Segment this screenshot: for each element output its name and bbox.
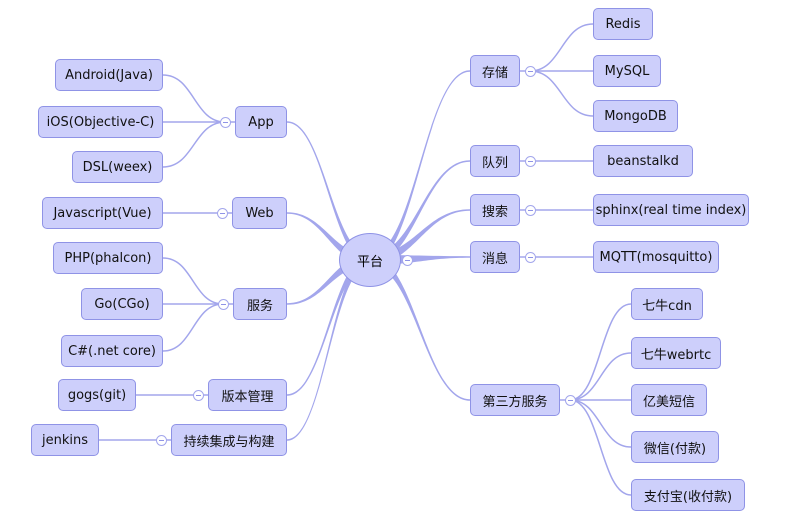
branch-label: 版本管理: [221, 389, 274, 405]
branch-label: 存储: [481, 65, 508, 81]
branch-node-service[interactable]: 服务: [233, 288, 287, 320]
leaf-label: MySQL: [604, 63, 650, 79]
collapse-toggle-message[interactable]: [524, 251, 536, 263]
leaf-node-go[interactable]: Go(CGo): [81, 288, 163, 320]
child-edge-mongodb: [529, 70, 594, 117]
leaf-node-redis[interactable]: Redis: [593, 8, 653, 40]
branch-label: 搜索: [481, 204, 508, 220]
child-edge-alipay: [569, 399, 632, 496]
child-edge-qiniu-webrtc: [569, 352, 632, 401]
root-node-label: 平台: [356, 254, 383, 270]
leaf-label: Redis: [605, 16, 641, 32]
branch-label: 消息: [481, 251, 508, 267]
root-edge-version-control: [287, 255, 370, 396]
branch-node-ci[interactable]: 持续集成与构建: [171, 424, 287, 456]
branch-label: 队列: [481, 155, 508, 171]
leaf-label: gogs(git): [67, 387, 127, 403]
leaf-node-javascript[interactable]: Javascript(Vue): [42, 197, 163, 229]
leaf-label: 支付宝(收付款): [643, 489, 733, 505]
collapse-toggle-app[interactable]: [219, 116, 231, 128]
leaf-node-qiniu-cdn[interactable]: 七牛cdn: [631, 288, 703, 320]
leaf-label: 微信(付款): [643, 441, 707, 457]
root-edge-ci: [287, 255, 370, 441]
branch-node-search[interactable]: 搜索: [470, 194, 520, 226]
leaf-label: Android(Java): [65, 67, 153, 83]
leaf-label: Javascript(Vue): [53, 205, 152, 221]
collapse-toggle-web[interactable]: [216, 207, 228, 219]
root-edge-storage: [370, 70, 470, 265]
collapse-toggle-queue[interactable]: [524, 155, 536, 167]
leaf-node-beanstalkd[interactable]: beanstalkd: [593, 145, 693, 177]
leaf-label: Go(CGo): [94, 296, 150, 312]
leaf-label: DSL(weex): [82, 159, 153, 175]
leaf-node-jenkins[interactable]: jenkins: [31, 424, 99, 456]
branch-label: App: [248, 114, 274, 130]
child-edge-wechat-pay: [569, 399, 632, 448]
leaf-node-yimei-sms[interactable]: 亿美短信: [631, 384, 707, 416]
root-edge-app: [287, 121, 370, 265]
child-edge-redis: [529, 23, 594, 72]
leaf-label: 七牛cdn: [642, 298, 692, 314]
leaf-node-sphinx[interactable]: sphinx(real time index): [593, 194, 749, 226]
leaf-node-dsl[interactable]: DSL(weex): [72, 151, 163, 183]
leaf-node-mqtt[interactable]: MQTT(mosquitto): [593, 241, 719, 273]
branch-node-version-control[interactable]: 版本管理: [208, 379, 287, 411]
collapse-toggle-storage[interactable]: [524, 65, 536, 77]
leaf-node-gogs[interactable]: gogs(git): [58, 379, 136, 411]
child-edge-android: [162, 74, 226, 123]
leaf-node-ios[interactable]: iOS(Objective-C): [38, 106, 163, 138]
collapse-toggle-third-party[interactable]: [564, 394, 576, 406]
collapse-toggle-service[interactable]: [217, 298, 229, 310]
leaf-node-wechat-pay[interactable]: 微信(付款): [631, 431, 719, 463]
child-edge-qiniu-cdn: [569, 303, 632, 401]
leaf-node-android[interactable]: Android(Java): [55, 59, 163, 91]
branch-label: Web: [245, 205, 274, 221]
leaf-label: iOS(Objective-C): [46, 114, 155, 130]
leaf-label: beanstalkd: [607, 153, 679, 169]
branch-node-third-party[interactable]: 第三方服务: [470, 384, 560, 416]
root-node[interactable]: 平台: [339, 233, 401, 287]
branch-node-message[interactable]: 消息: [470, 241, 520, 273]
root-edge-queue: [370, 160, 470, 265]
leaf-label: MQTT(mosquitto): [599, 249, 713, 265]
branch-node-app[interactable]: App: [235, 106, 287, 138]
root-edge-third-party: [370, 255, 470, 401]
leaf-label: 七牛webrtc: [640, 347, 712, 363]
child-edge-csharp: [162, 303, 224, 352]
leaf-label: MongoDB: [604, 108, 667, 124]
child-edge-php: [162, 257, 224, 305]
branch-label: 持续集成与构建: [183, 434, 275, 450]
branch-label: 服务: [246, 298, 273, 314]
leaf-node-alipay[interactable]: 支付宝(收付款): [631, 479, 745, 511]
leaf-label: 亿美短信: [642, 394, 695, 410]
branch-node-web[interactable]: Web: [232, 197, 287, 229]
leaf-node-php[interactable]: PHP(phalcon): [53, 242, 163, 274]
branch-label: 第三方服务: [482, 394, 548, 410]
leaf-node-mongodb[interactable]: MongoDB: [593, 100, 678, 132]
branch-node-queue[interactable]: 队列: [470, 145, 520, 177]
leaf-label: C#(.net core): [68, 343, 156, 359]
collapse-toggle-root[interactable]: [401, 254, 413, 266]
leaf-label: PHP(phalcon): [64, 250, 152, 266]
collapse-toggle-search[interactable]: [524, 204, 536, 216]
leaf-label: jenkins: [41, 432, 88, 448]
leaf-label: sphinx(real time index): [595, 202, 747, 218]
collapse-toggle-version-control[interactable]: [192, 389, 204, 401]
leaf-node-csharp[interactable]: C#(.net core): [61, 335, 163, 367]
leaf-node-qiniu-webrtc[interactable]: 七牛webrtc: [631, 337, 721, 369]
branch-node-storage[interactable]: 存储: [470, 55, 520, 87]
child-edge-dsl: [162, 121, 226, 168]
collapse-toggle-ci[interactable]: [155, 434, 167, 446]
leaf-node-mysql[interactable]: MySQL: [593, 55, 661, 87]
